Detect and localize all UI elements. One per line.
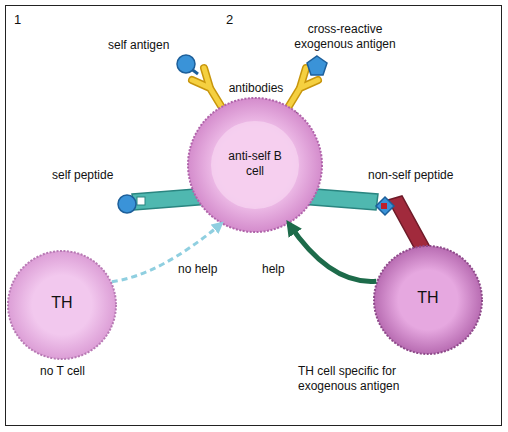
- edge-label: no help: [178, 262, 248, 277]
- t-cell-circle: THTH cell specific for exogenous antigen: [373, 245, 483, 355]
- cell-label: anti-self B cell: [224, 149, 286, 179]
- part-label: self antigen: [108, 38, 198, 53]
- cell-label: TH: [373, 290, 483, 305]
- part-label: non-self peptide: [368, 168, 468, 183]
- edge-label: help: [262, 262, 332, 277]
- help-arrow: [289, 224, 376, 282]
- mhc-nonself-peptide: [300, 188, 430, 251]
- frame: [6, 6, 502, 426]
- panel-number: 1: [14, 12, 34, 27]
- part-label: antibodies: [226, 81, 286, 96]
- t-cell-circle: THno T cell: [7, 250, 117, 360]
- cell-caption: TH cell specific for exogenous antigen: [298, 364, 423, 394]
- part-label: self peptide: [52, 168, 132, 183]
- self-antigen-symbol: [177, 55, 198, 74]
- part-label: cross-reactive exogenous antigen: [290, 22, 400, 52]
- b-cell-circle: anti-self B cell: [187, 97, 323, 233]
- panel-number: 2: [226, 12, 246, 27]
- cell-label: TH: [7, 295, 117, 310]
- cell-caption: no T cell: [40, 364, 130, 379]
- exogenous-antigen-symbol: [307, 56, 327, 75]
